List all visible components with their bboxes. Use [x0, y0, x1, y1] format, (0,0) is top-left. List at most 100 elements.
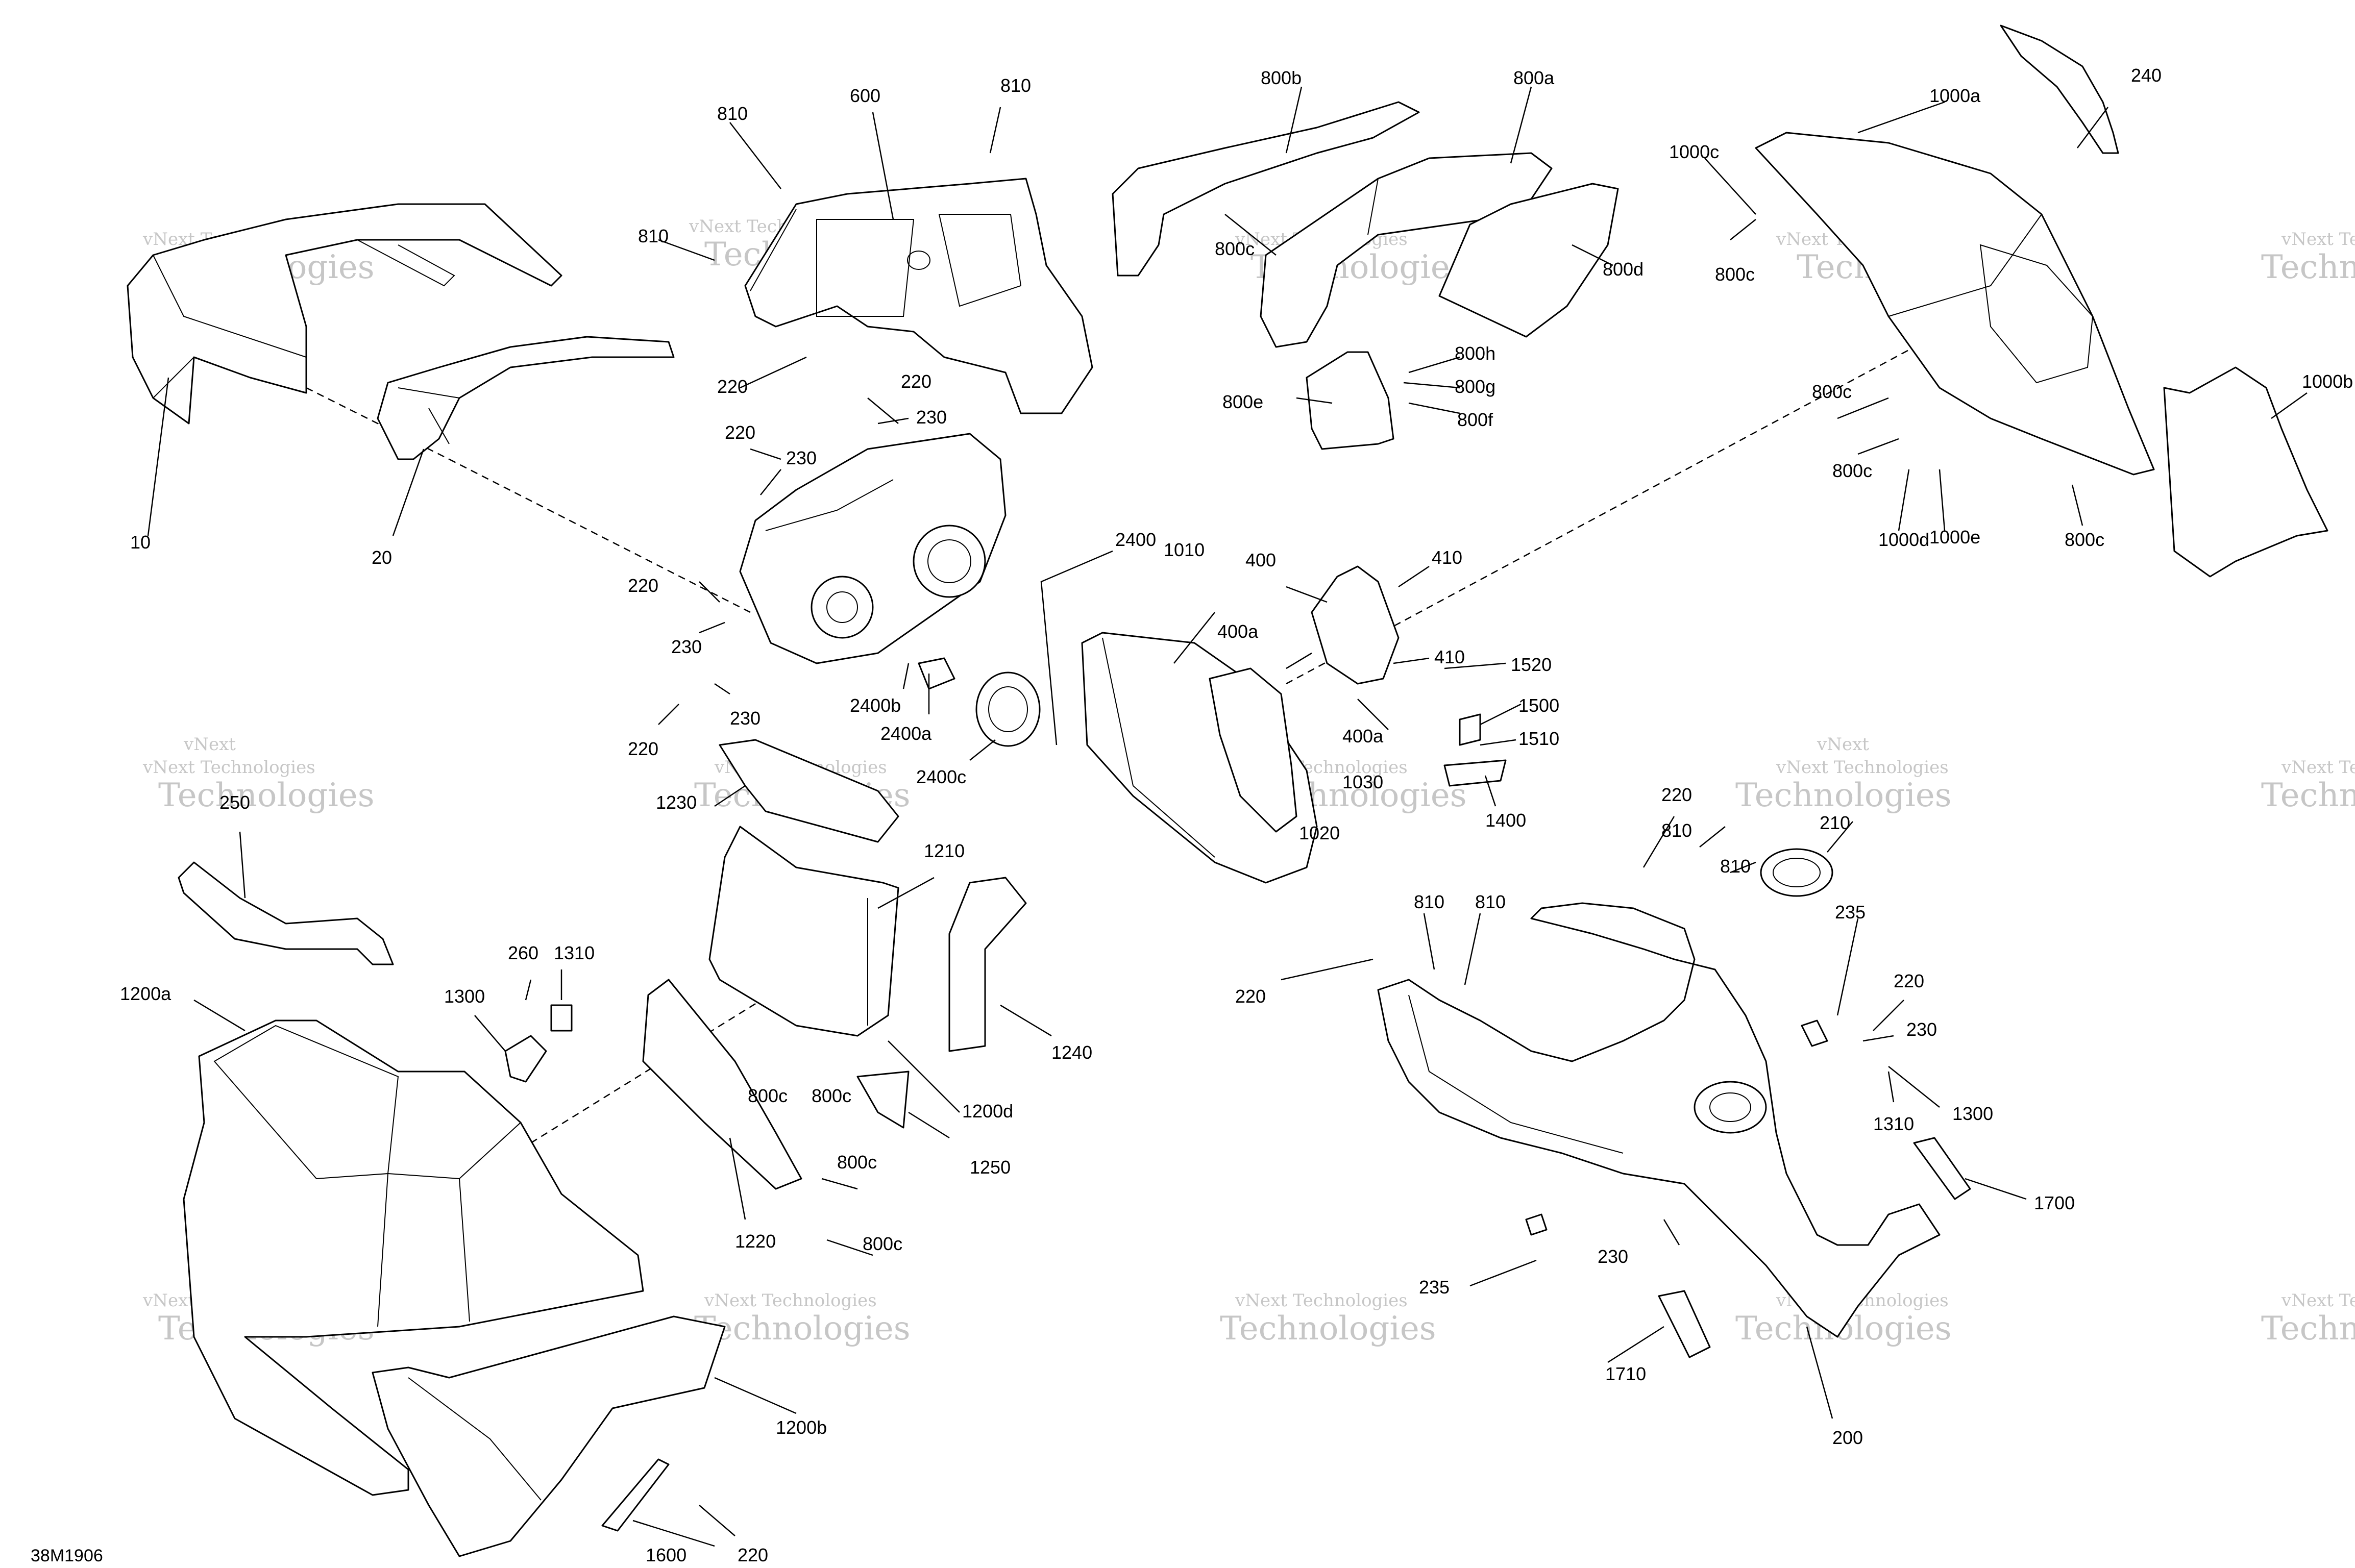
callout-label: 810 — [717, 103, 748, 124]
callout-label: 250 — [219, 792, 250, 813]
callout-label: 210 — [1820, 812, 1850, 833]
part-1700-strip — [1913, 1137, 1971, 1200]
callout-label: 800c — [1832, 460, 1872, 481]
callout-label: 800c — [1215, 238, 1255, 259]
callout-label: 1300 — [444, 986, 485, 1007]
watermark: vNext Technologies — [704, 1290, 877, 1311]
callout-label: 1240 — [1051, 1042, 1092, 1063]
callout-label: 1520 — [1511, 654, 1552, 675]
part-1250-trim — [856, 1071, 910, 1129]
callout-label: 410 — [1432, 547, 1462, 568]
callout-label: 230 — [1598, 1246, 1628, 1267]
part-20-windshield-trim — [377, 336, 675, 460]
part-1200b-lower-fairing — [372, 1315, 726, 1557]
callout-label: 1710 — [1605, 1363, 1646, 1384]
part-1510-latch — [1459, 713, 1481, 746]
callout-label: 800c — [837, 1152, 877, 1173]
callout-label: 800c — [812, 1085, 851, 1106]
callout-label: 2400 — [1115, 529, 1156, 550]
part-2400a-bulb — [918, 657, 955, 690]
callout-label: 2400b — [850, 695, 901, 716]
callout-label: 1200d — [962, 1101, 1013, 1122]
callout-label: 400a — [1342, 726, 1384, 746]
callout-label: 1210 — [924, 840, 965, 861]
callout-label: 1200a — [120, 983, 171, 1004]
callout-label: 800c — [1715, 264, 1755, 285]
callout-label: 1310 — [554, 942, 595, 963]
callout-label: 800a — [1513, 67, 1555, 88]
callout-label: 220 — [738, 1545, 768, 1565]
part-800a-side-cover — [1260, 152, 1553, 348]
part-2400c-bulb-cover — [975, 671, 1041, 747]
callout-label: 1000b — [2302, 371, 2353, 392]
callout-label: 1300 — [1952, 1103, 1993, 1124]
callout-label: 800d — [1603, 259, 1643, 280]
watermark: Technologies — [2261, 777, 2355, 814]
callout-label: 10 — [130, 532, 151, 553]
callout-label: 1500 — [1518, 695, 1559, 716]
part-400-mount — [1311, 565, 1400, 685]
callout-label: 235 — [1835, 902, 1866, 923]
callout-label: 2400c — [916, 766, 966, 787]
part-250-bracket — [178, 861, 394, 965]
watermark: Technologies — [2261, 1310, 2355, 1348]
callout-label: 220 — [717, 376, 748, 397]
part-1400-bracket — [1443, 759, 1507, 787]
watermark: vNext Technologies — [1235, 1290, 1408, 1311]
callout-label: 2400a — [880, 723, 932, 744]
part-1010-windscreen — [1081, 632, 1318, 884]
callout-label: 1000e — [1929, 527, 1980, 547]
part-1310-clip — [550, 1004, 573, 1032]
watermark: vNext Technologies — [2281, 757, 2355, 778]
callout-label: 400 — [1245, 550, 1276, 570]
part-800e-side-cover — [1306, 351, 1394, 450]
watermark: vNext — [183, 734, 236, 755]
callout-label: 800g — [1455, 376, 1495, 397]
callout-label: 1400 — [1485, 810, 1526, 831]
callout-label: 1220 — [735, 1231, 776, 1252]
watermark: vNext Technologies — [2281, 1290, 2355, 1311]
watermark: vNext — [1817, 734, 1869, 755]
callout-label: 810 — [1475, 891, 1506, 912]
callout-label: 800f — [1457, 409, 1493, 430]
callout-label: 1250 — [970, 1157, 1011, 1178]
part-800d-side-cover — [1438, 183, 1619, 338]
callout-label: 1700 — [2034, 1192, 2075, 1213]
watermark: vNext Technologies — [1776, 757, 1949, 778]
part-1000a-front-cover — [1755, 132, 2155, 476]
callout-label: 200 — [1832, 1427, 1863, 1448]
callout-label: 260 — [508, 942, 538, 963]
callout-label: 1010 — [1164, 539, 1205, 560]
part-1300-latch — [504, 1035, 547, 1083]
callout-label: 600 — [850, 85, 880, 106]
callout-label: 220 — [1661, 784, 1692, 805]
callout-label: 220 — [628, 575, 658, 596]
callout-label: 800b — [1261, 67, 1302, 88]
callout-label: 1000a — [1929, 85, 1981, 106]
part-210-ring — [1760, 848, 1833, 897]
callout-label: 410 — [1434, 646, 1465, 667]
callout-label: 20 — [372, 547, 392, 568]
part-1710-plate — [1658, 1290, 1711, 1358]
callout-label: 400a — [1217, 621, 1259, 642]
callout-label: 1200b — [776, 1417, 827, 1438]
callout-label: 230 — [916, 407, 947, 428]
part-1230-vent — [719, 739, 899, 843]
part-1220-lower-panel — [642, 979, 802, 1190]
callout-label: 810 — [1414, 891, 1444, 912]
callout-label: 810 — [1000, 75, 1031, 96]
callout-labels: 10 20 810 600 810 810 220 220 220 230 23… — [120, 65, 2353, 1565]
callout-label: 810 — [1661, 820, 1692, 841]
callout-label: 230 — [730, 708, 761, 729]
callout-label: 220 — [1894, 970, 1924, 991]
callout-label: 230 — [786, 447, 817, 468]
callout-label: 220 — [901, 371, 931, 392]
watermark: Technologies — [694, 1310, 911, 1348]
part-1020-windscreen-trim — [1209, 667, 1297, 833]
callout-label: 1000c — [1669, 141, 1719, 162]
callout-label: 1310 — [1873, 1113, 1914, 1134]
part-1210-side-panel — [708, 826, 899, 1037]
callout-label: 810 — [638, 226, 669, 246]
callout-label: 1230 — [656, 792, 697, 813]
